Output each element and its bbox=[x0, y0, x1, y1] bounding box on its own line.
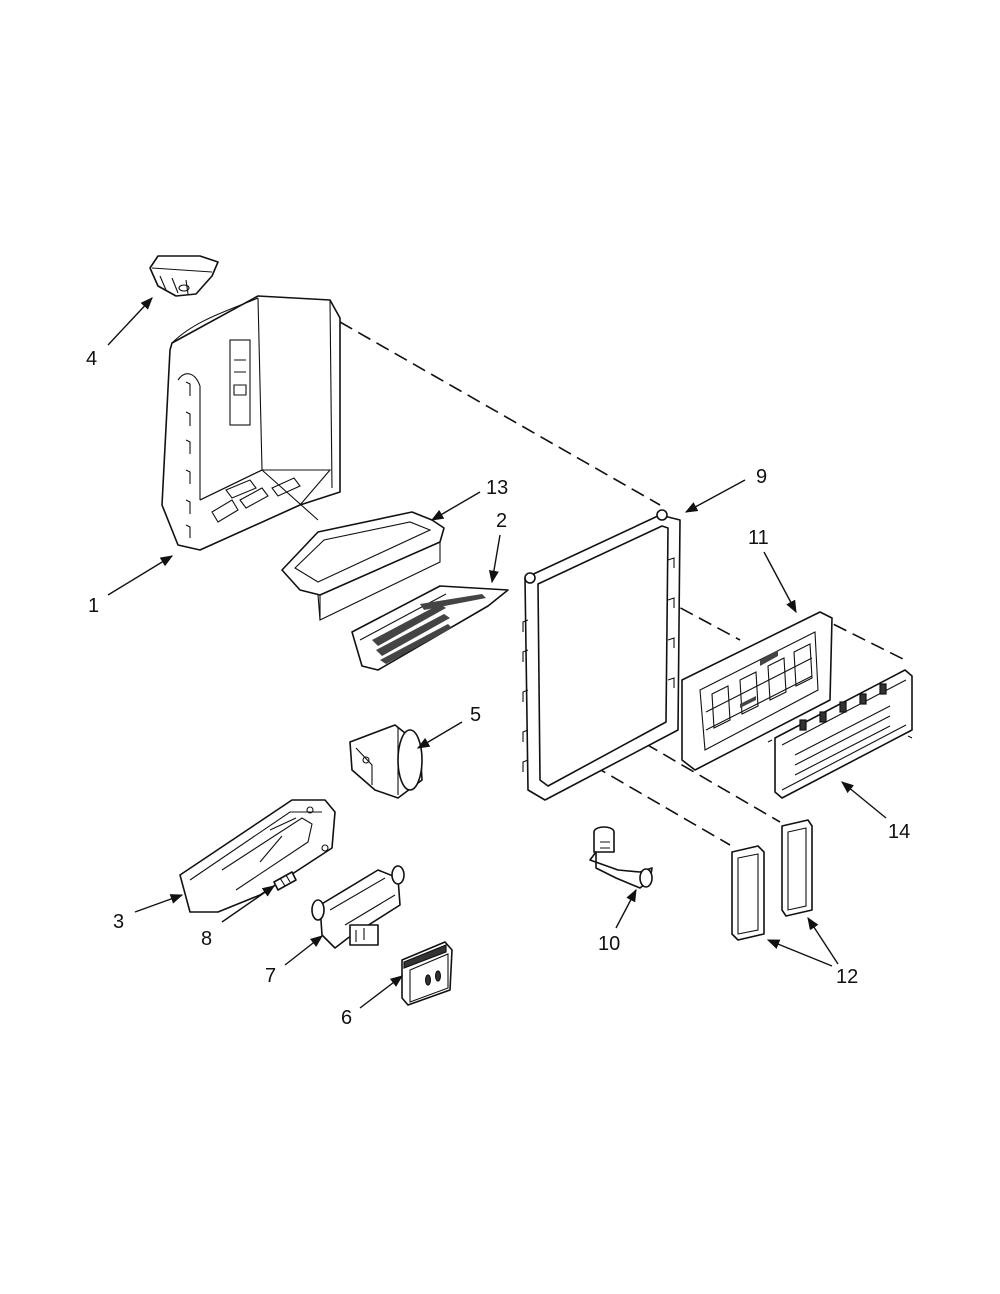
callout-6: 6 bbox=[341, 1007, 352, 1029]
part-6-cover bbox=[401, 941, 453, 1006]
callout-13: 13 bbox=[486, 477, 508, 499]
callout-labels: 4 1 13 2 9 11 5 14 3 8 7 6 10 12 bbox=[86, 348, 910, 1029]
callout-11: 11 bbox=[748, 527, 769, 549]
part-10-elbow-fitting bbox=[589, 826, 653, 889]
callout-7: 7 bbox=[265, 965, 276, 987]
part-9-frame bbox=[522, 509, 681, 801]
part-5-motor bbox=[349, 724, 423, 799]
callout-1: 1 bbox=[88, 595, 99, 617]
callout-5: 5 bbox=[470, 704, 481, 726]
callout-2: 2 bbox=[496, 510, 507, 532]
callout-9: 9 bbox=[756, 466, 767, 488]
part-7-actuator bbox=[311, 865, 405, 949]
callout-3: 3 bbox=[113, 911, 124, 933]
part-11-control-bracket bbox=[681, 611, 833, 771]
callout-14: 14 bbox=[888, 821, 910, 843]
part-1-housing bbox=[161, 295, 341, 551]
callout-4: 4 bbox=[86, 348, 97, 370]
callout-8: 8 bbox=[201, 928, 212, 950]
part-14-control-panel bbox=[767, 669, 913, 799]
callout-12: 12 bbox=[836, 966, 858, 988]
part-2-grille bbox=[351, 585, 509, 671]
part-4-cup bbox=[149, 255, 219, 297]
leader-lines bbox=[107, 297, 887, 1009]
part-8-screw bbox=[273, 871, 297, 891]
part-3-bracket bbox=[179, 799, 336, 913]
part-12-filters bbox=[731, 819, 813, 941]
callout-10: 10 bbox=[598, 933, 620, 955]
part-13-tray-frame bbox=[281, 511, 445, 621]
